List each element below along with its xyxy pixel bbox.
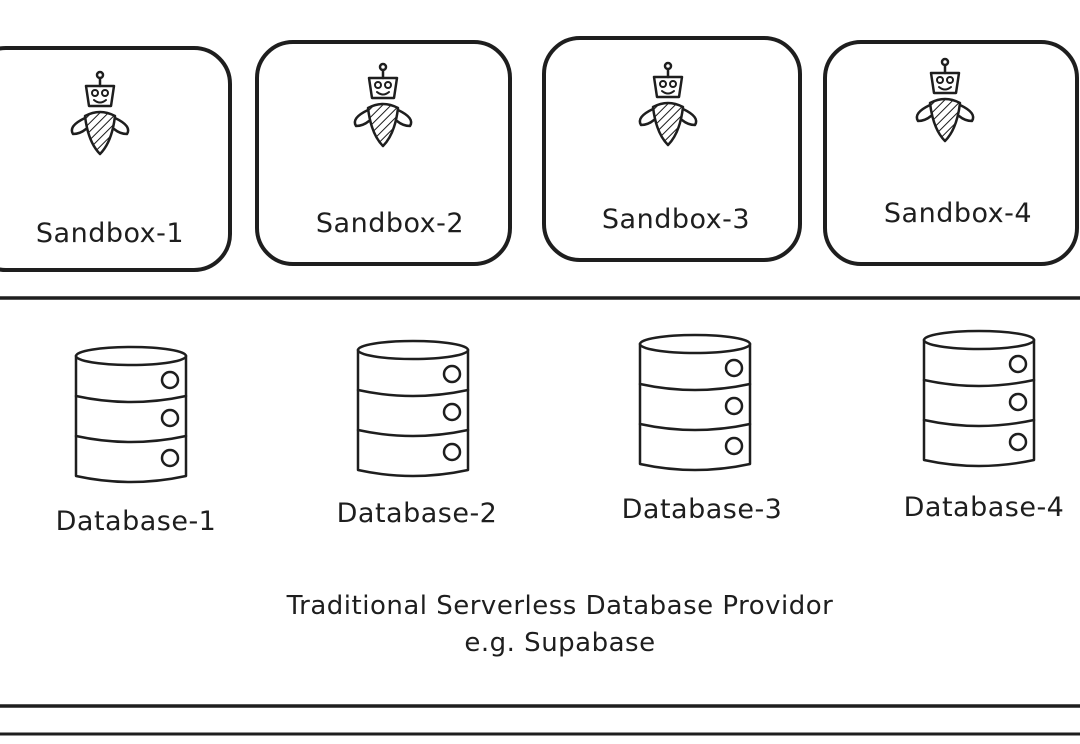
provider-example: e.g. Supabase — [464, 628, 655, 658]
sandbox-2: Sandbox-2 — [255, 40, 512, 266]
sandbox-2-box — [255, 40, 512, 266]
sandbox-4-box — [823, 40, 1079, 266]
provider-title: Traditional Serverless Database Providor — [286, 591, 834, 621]
sandbox-1: Sandbox-1 — [0, 46, 232, 272]
database-3: Database-3 — [622, 333, 783, 525]
sandbox-3: Sandbox-3 — [542, 36, 802, 262]
sandbox-3-box — [542, 36, 802, 262]
sandbox-4: Sandbox-4 — [823, 40, 1079, 266]
sandbox-4-label: Sandbox-4 — [884, 198, 1032, 229]
robot-icon — [915, 57, 975, 143]
robot-icon — [353, 62, 413, 148]
sandbox-1-box — [0, 46, 232, 272]
database-icon — [74, 345, 188, 484]
robot-icon — [638, 61, 698, 147]
database-icon — [922, 329, 1036, 468]
database-4: Database-4 — [904, 329, 1065, 523]
database-icon — [638, 333, 752, 472]
database-1-label: Database-1 — [56, 506, 217, 537]
database-2: Database-2 — [337, 339, 498, 529]
robot-icon — [70, 70, 130, 156]
sandbox-3-label: Sandbox-3 — [602, 204, 750, 235]
database-icon — [356, 339, 470, 478]
sandbox-2-label: Sandbox-2 — [316, 208, 464, 239]
database-4-label: Database-4 — [904, 492, 1065, 523]
provider-container — [0, 296, 1080, 708]
database-3-label: Database-3 — [622, 494, 783, 525]
database-1: Database-1 — [56, 345, 217, 537]
database-2-label: Database-2 — [337, 498, 498, 529]
sandbox-1-label: Sandbox-1 — [36, 218, 184, 249]
